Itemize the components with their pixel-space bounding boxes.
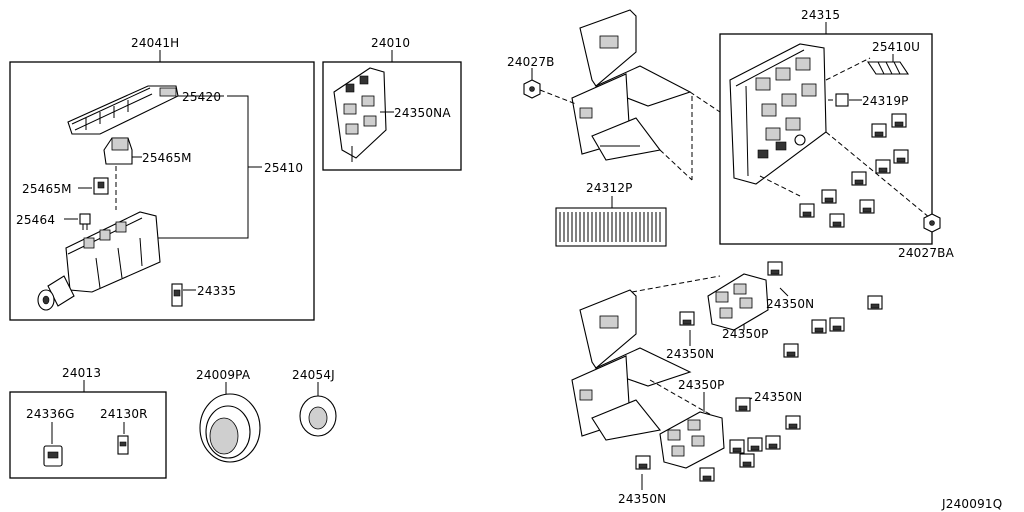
label-24027B[interactable]: 24027B	[507, 55, 555, 69]
diagram-code: J240091Q	[941, 497, 1002, 511]
relay-box-24350NA-part[interactable]	[333, 67, 387, 162]
label-25465M-upper[interactable]: 25465M	[142, 151, 192, 165]
relay-lower-4[interactable]	[811, 319, 827, 334]
relay-24315-2[interactable]	[891, 113, 907, 128]
label-24350P-lower[interactable]: 24350P	[678, 378, 725, 392]
grommet-24054J-part[interactable]	[299, 395, 337, 437]
part-24319P[interactable]	[835, 93, 849, 107]
relays-24315	[799, 113, 909, 228]
label-24054J[interactable]: 24054J	[292, 368, 335, 382]
group-24013: 24013 24336G 24130R	[9, 366, 167, 479]
relay-lower-14[interactable]	[739, 453, 755, 468]
relay-lower-11[interactable]	[729, 439, 745, 454]
relay-24315-7[interactable]	[821, 189, 837, 204]
label-24041H[interactable]: 24041H	[131, 36, 179, 50]
relay-lower-3[interactable]	[867, 295, 883, 310]
fuse-strip-25410U-part[interactable]	[866, 61, 910, 75]
relay-box-24315-part[interactable]	[729, 43, 827, 185]
group-24010: 24010 24350NA	[322, 36, 462, 171]
label-24319P[interactable]: 24319P	[862, 94, 909, 108]
label-24009PA[interactable]: 24009PA	[196, 368, 251, 382]
relay-lower-8[interactable]	[735, 397, 751, 412]
bracket-lower-part[interactable]	[571, 289, 692, 441]
relay-24315-1[interactable]	[871, 123, 887, 138]
label-24350N-b[interactable]: 24350N	[666, 347, 714, 361]
relay-lower-2[interactable]	[679, 311, 695, 326]
relay-lower-7[interactable]	[785, 415, 801, 430]
label-25464[interactable]: 25464	[16, 213, 55, 227]
bolt-24027B-part[interactable]	[523, 79, 541, 99]
group-24041H-frame	[9, 61, 315, 321]
connector-24336G-part[interactable]	[43, 445, 63, 467]
relay-box-24350P-lower-part[interactable]	[659, 411, 725, 469]
relay-lower-13[interactable]	[765, 435, 781, 450]
label-25410[interactable]: 25410	[264, 161, 303, 175]
label-25410U[interactable]: 25410U	[872, 40, 920, 54]
relay-24315-6[interactable]	[859, 199, 875, 214]
bracket-upper-part[interactable]	[571, 9, 692, 161]
relay-lower-6[interactable]	[783, 343, 799, 358]
fuse-block-cover-part[interactable]	[67, 85, 179, 135]
relays-lower	[635, 261, 883, 482]
label-25465M-lower[interactable]: 25465M	[22, 182, 72, 196]
group-24315: 24315 25410U	[719, 8, 933, 245]
relay-25465M-upper-part[interactable]	[103, 137, 133, 165]
relay-24315-3[interactable]	[893, 149, 909, 164]
label-24350N-c[interactable]: 24350N	[754, 390, 802, 404]
label-24335[interactable]: 24335	[197, 284, 236, 298]
fuse-block-body-part[interactable]	[37, 211, 161, 311]
relay-lower-10[interactable]	[699, 467, 715, 482]
label-24027BA[interactable]: 24027BA	[898, 246, 955, 260]
group-24013-frame	[9, 391, 167, 479]
cover-24312P-part[interactable]	[555, 207, 667, 247]
relay-lower-5[interactable]	[829, 317, 845, 332]
label-24350N-d[interactable]: 24350N	[618, 492, 666, 506]
relay-lower-9[interactable]	[635, 455, 651, 470]
relay-lower-12[interactable]	[747, 437, 763, 452]
clip-24335-part[interactable]	[171, 283, 183, 307]
label-25420[interactable]: 25420	[182, 90, 221, 104]
label-24350N-a[interactable]: 24350N	[766, 297, 814, 311]
label-24312P[interactable]: 24312P	[586, 181, 633, 195]
relay-box-24350P-upper-part[interactable]	[707, 273, 769, 331]
label-24315[interactable]: 24315	[801, 8, 840, 22]
label-24013[interactable]: 24013	[62, 366, 101, 380]
relay-lower-1[interactable]	[767, 261, 783, 276]
relay-24315-4[interactable]	[875, 159, 891, 174]
label-24336G[interactable]: 24336G	[26, 407, 75, 421]
relay-25465M-lower-part[interactable]	[93, 177, 109, 195]
label-24130R[interactable]: 24130R	[100, 407, 148, 421]
relay-24315-5[interactable]	[851, 171, 867, 186]
label-24350P-upper[interactable]: 24350P	[722, 327, 769, 341]
terminal-24130R-part[interactable]	[117, 435, 129, 455]
label-24350NA[interactable]: 24350NA	[394, 106, 451, 120]
relay-24315-9[interactable]	[799, 203, 815, 218]
label-24010[interactable]: 24010	[371, 36, 410, 50]
relay-24315-8[interactable]	[829, 213, 845, 228]
fuse-25464-part[interactable]	[79, 213, 91, 230]
grommet-24009PA-part[interactable]	[199, 393, 261, 463]
group-24041H: 24041H 25420 25410 25465M	[9, 36, 315, 321]
bolt-24027BA-part[interactable]	[923, 213, 941, 233]
